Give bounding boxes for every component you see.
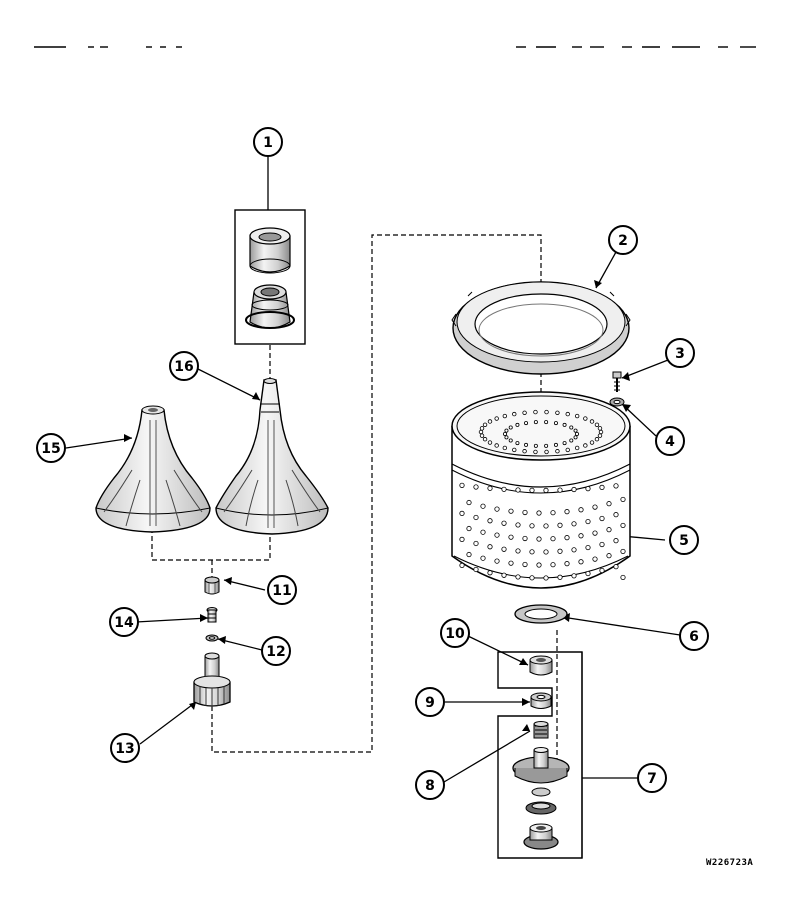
callout-1: 1 [253, 127, 283, 157]
callout-10: 10 [440, 618, 470, 648]
callout-circle [669, 525, 699, 555]
callout-number: 9 [425, 695, 435, 711]
callout-number: 8 [425, 778, 435, 794]
callout-number: 16 [174, 359, 193, 375]
callout-5: 5 [669, 525, 699, 555]
callout-circle [608, 225, 638, 255]
callout-circle [169, 351, 199, 381]
part-1-seal-kit [234, 209, 306, 345]
callout-12: 12 [261, 636, 291, 666]
hub-assembly [512, 747, 570, 784]
callout-number: 1 [263, 135, 273, 151]
callout-circle [637, 763, 667, 793]
part-3-screw [612, 371, 622, 392]
part-5-spin-basket [451, 391, 631, 589]
callout-number: 7 [647, 771, 657, 787]
callout-circle [109, 607, 139, 637]
callout-number: 3 [675, 346, 685, 362]
part-2-balance-ring [451, 281, 631, 375]
callout-circle [110, 733, 140, 763]
callout-number: 4 [665, 434, 675, 450]
callout-circle [665, 338, 695, 368]
callout-11: 11 [267, 575, 297, 605]
callout-circle [440, 618, 470, 648]
part-8-gear [533, 721, 549, 739]
leader-arrowheads [124, 280, 631, 731]
part-6-seal-ring [514, 604, 568, 624]
callout-number: 11 [272, 583, 291, 599]
callout-6: 6 [679, 621, 709, 651]
hub-seal [525, 787, 557, 815]
part-12-washer [205, 634, 219, 642]
callout-circle [267, 575, 297, 605]
callout-circle [415, 770, 445, 800]
callout-14: 14 [109, 607, 139, 637]
hub-bearing [523, 823, 559, 850]
callout-number: 13 [115, 741, 134, 757]
callout-circle [679, 621, 709, 651]
callout-13: 13 [110, 733, 140, 763]
callout-number: 2 [618, 233, 628, 249]
callout-circle [415, 687, 445, 717]
callout-4: 4 [655, 426, 685, 456]
part-15-agitator [95, 405, 211, 533]
callout-2: 2 [608, 225, 638, 255]
basket-perforations [459, 409, 626, 581]
callout-number: 15 [41, 441, 60, 457]
part-4-washer [609, 397, 625, 407]
callout-circle [253, 127, 283, 157]
callout-number: 6 [689, 629, 699, 645]
diagram-code: W226723A [706, 858, 754, 868]
callout-number: 10 [445, 626, 465, 642]
part-10-bushing [529, 655, 553, 676]
callout-16: 16 [169, 351, 199, 381]
part-13-drive-block [193, 652, 231, 707]
callout-number: 12 [266, 644, 285, 660]
callout-circle [261, 636, 291, 666]
callout-circle [655, 426, 685, 456]
part-7-hub-group [497, 651, 583, 859]
callout-3: 3 [665, 338, 695, 368]
part-9-nut [530, 692, 552, 709]
callout-circle [36, 433, 66, 463]
part-16-agitator [215, 378, 329, 535]
callout-7: 7 [637, 763, 667, 793]
callout-8: 8 [415, 770, 445, 800]
callout-9: 9 [415, 687, 445, 717]
callout-15: 15 [36, 433, 66, 463]
callout-number: 14 [114, 615, 134, 631]
part-14-bolt [206, 607, 218, 623]
callout-number: 5 [679, 533, 689, 549]
part-11-nut [204, 576, 220, 595]
